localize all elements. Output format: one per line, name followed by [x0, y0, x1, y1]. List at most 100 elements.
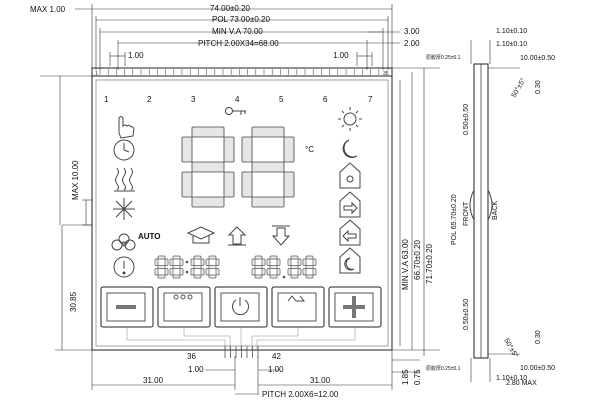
day-7: 7: [368, 95, 373, 104]
colon-dot: [185, 260, 189, 264]
side-top-0-30: 0.30: [535, 80, 542, 94]
power-button[interactable]: [214, 286, 268, 328]
segment: [215, 268, 220, 276]
down-arrow-icon: [271, 225, 291, 246]
segment: [164, 258, 169, 266]
up-arrow-icon: [227, 226, 247, 246]
segment: [164, 268, 169, 276]
colon-dot: [185, 270, 189, 274]
left-30-85-label: 30.85: [69, 291, 78, 312]
segment: [305, 274, 314, 279]
segment: [283, 171, 295, 198]
segment: [276, 258, 281, 266]
segment: [269, 274, 278, 279]
day-numbers: 1 2 3 4 5 6 7: [104, 95, 373, 104]
button-traces: [126, 327, 356, 350]
bottom-1-00-left-label: 1.00: [188, 365, 204, 374]
segment: [261, 258, 266, 266]
back-label: BACK: [492, 201, 499, 220]
segment: [208, 274, 217, 279]
minus-button[interactable]: [100, 286, 154, 328]
segment: [251, 258, 256, 266]
bottom-1-85-label: 1.85: [401, 369, 410, 385]
right-2-label: 2.00: [404, 39, 420, 48]
segment: [266, 258, 271, 266]
segment: [190, 268, 195, 276]
time-left-digit: [154, 255, 169, 279]
segment: [154, 268, 159, 276]
segment: [190, 258, 195, 266]
day-4: 4: [235, 95, 240, 104]
pin-1-label: 1: [95, 71, 98, 77]
pol-height-label: POL 65.70±0.20: [451, 194, 458, 245]
segment: [305, 265, 314, 269]
front-label: FRONT: [463, 201, 470, 226]
height-66-70-label: 66.70±0.20: [413, 239, 422, 280]
alert-icon: [113, 256, 135, 278]
moon-icon: [342, 139, 358, 158]
right-dimensions: MIN V.A 63.00 66.70±0.20 71.70±0.20 1.85…: [392, 67, 440, 385]
segment: [266, 268, 271, 276]
segment: [312, 258, 317, 266]
segment: [297, 268, 302, 276]
segment: [290, 265, 299, 269]
pol-width-label: POL 73.00±0.20: [212, 15, 270, 24]
sun-icon: [338, 107, 362, 131]
time-display-left: [154, 255, 220, 279]
segment: [193, 255, 202, 260]
graduation-cap-icon: [186, 226, 216, 244]
segment: [251, 161, 285, 173]
pitch-bottom-label: PITCH 2.00X6=12.00: [262, 390, 339, 399]
hand-icon: [118, 116, 135, 139]
right-3-label: 3.00: [404, 27, 420, 36]
segment: [169, 258, 174, 266]
side-bottom-0-50: 0.50±0.50: [463, 299, 470, 330]
segment: [302, 258, 307, 266]
segment: [179, 258, 184, 266]
height-71-70-label: 71.70±0.20: [425, 243, 434, 284]
segment: [241, 136, 253, 163]
time-right-digit: [287, 255, 302, 279]
segment: [254, 274, 263, 279]
bottom-dimensions: 31.00 1.00 1.00 31.00 PITCH 2.00X6=12.00: [91, 350, 393, 399]
segment: [276, 268, 281, 276]
plus-button[interactable]: [328, 286, 382, 328]
segment: [290, 274, 299, 279]
segment: [302, 268, 307, 276]
day-6: 6: [323, 95, 328, 104]
decimal-dot: [282, 275, 286, 279]
segment: [287, 268, 292, 276]
segment: [251, 268, 256, 276]
temp-digit-tens: [181, 126, 235, 208]
side-view: 1.10±0.10 1.10±0.10 10.00±0.50 原胶厚0.25±0…: [426, 28, 555, 387]
min-va-width-label: MIN V.A 70.00: [212, 27, 263, 36]
segment: [205, 258, 210, 266]
time-left-digit: [169, 255, 184, 279]
time-left-digit: [190, 255, 205, 279]
segment: [297, 258, 302, 266]
segment: [312, 268, 317, 276]
segment: [191, 161, 225, 173]
segment: [172, 265, 181, 269]
segment: [261, 268, 266, 276]
side-top-10-00: 10.00±0.50: [520, 55, 555, 62]
segment: [205, 268, 210, 276]
segment: [172, 255, 181, 260]
side-top-1-10b: 1.10±0.10: [496, 41, 527, 48]
day-2: 2: [147, 95, 152, 104]
time-left-digit: [205, 255, 220, 279]
max-left-height-label: MAX 10.00: [71, 160, 80, 200]
segment: [193, 274, 202, 279]
pin-42-label: 42: [272, 352, 281, 361]
mode-button[interactable]: [271, 286, 325, 328]
settings-button[interactable]: [157, 286, 211, 328]
heat-waves-icon: [114, 167, 135, 192]
side-bottom-2-80: 2.80 MAX: [506, 380, 537, 387]
top-pin-strip: 1 35: [91, 67, 393, 77]
min-va-height-label: MIN V.A 63.00: [401, 239, 410, 290]
segment: [208, 255, 217, 260]
temp-digit-ones: [241, 126, 295, 208]
day-3: 3: [191, 95, 196, 104]
segment: [305, 255, 314, 260]
tape-label-top: 原胶厚0.25±0.1: [426, 54, 461, 61]
